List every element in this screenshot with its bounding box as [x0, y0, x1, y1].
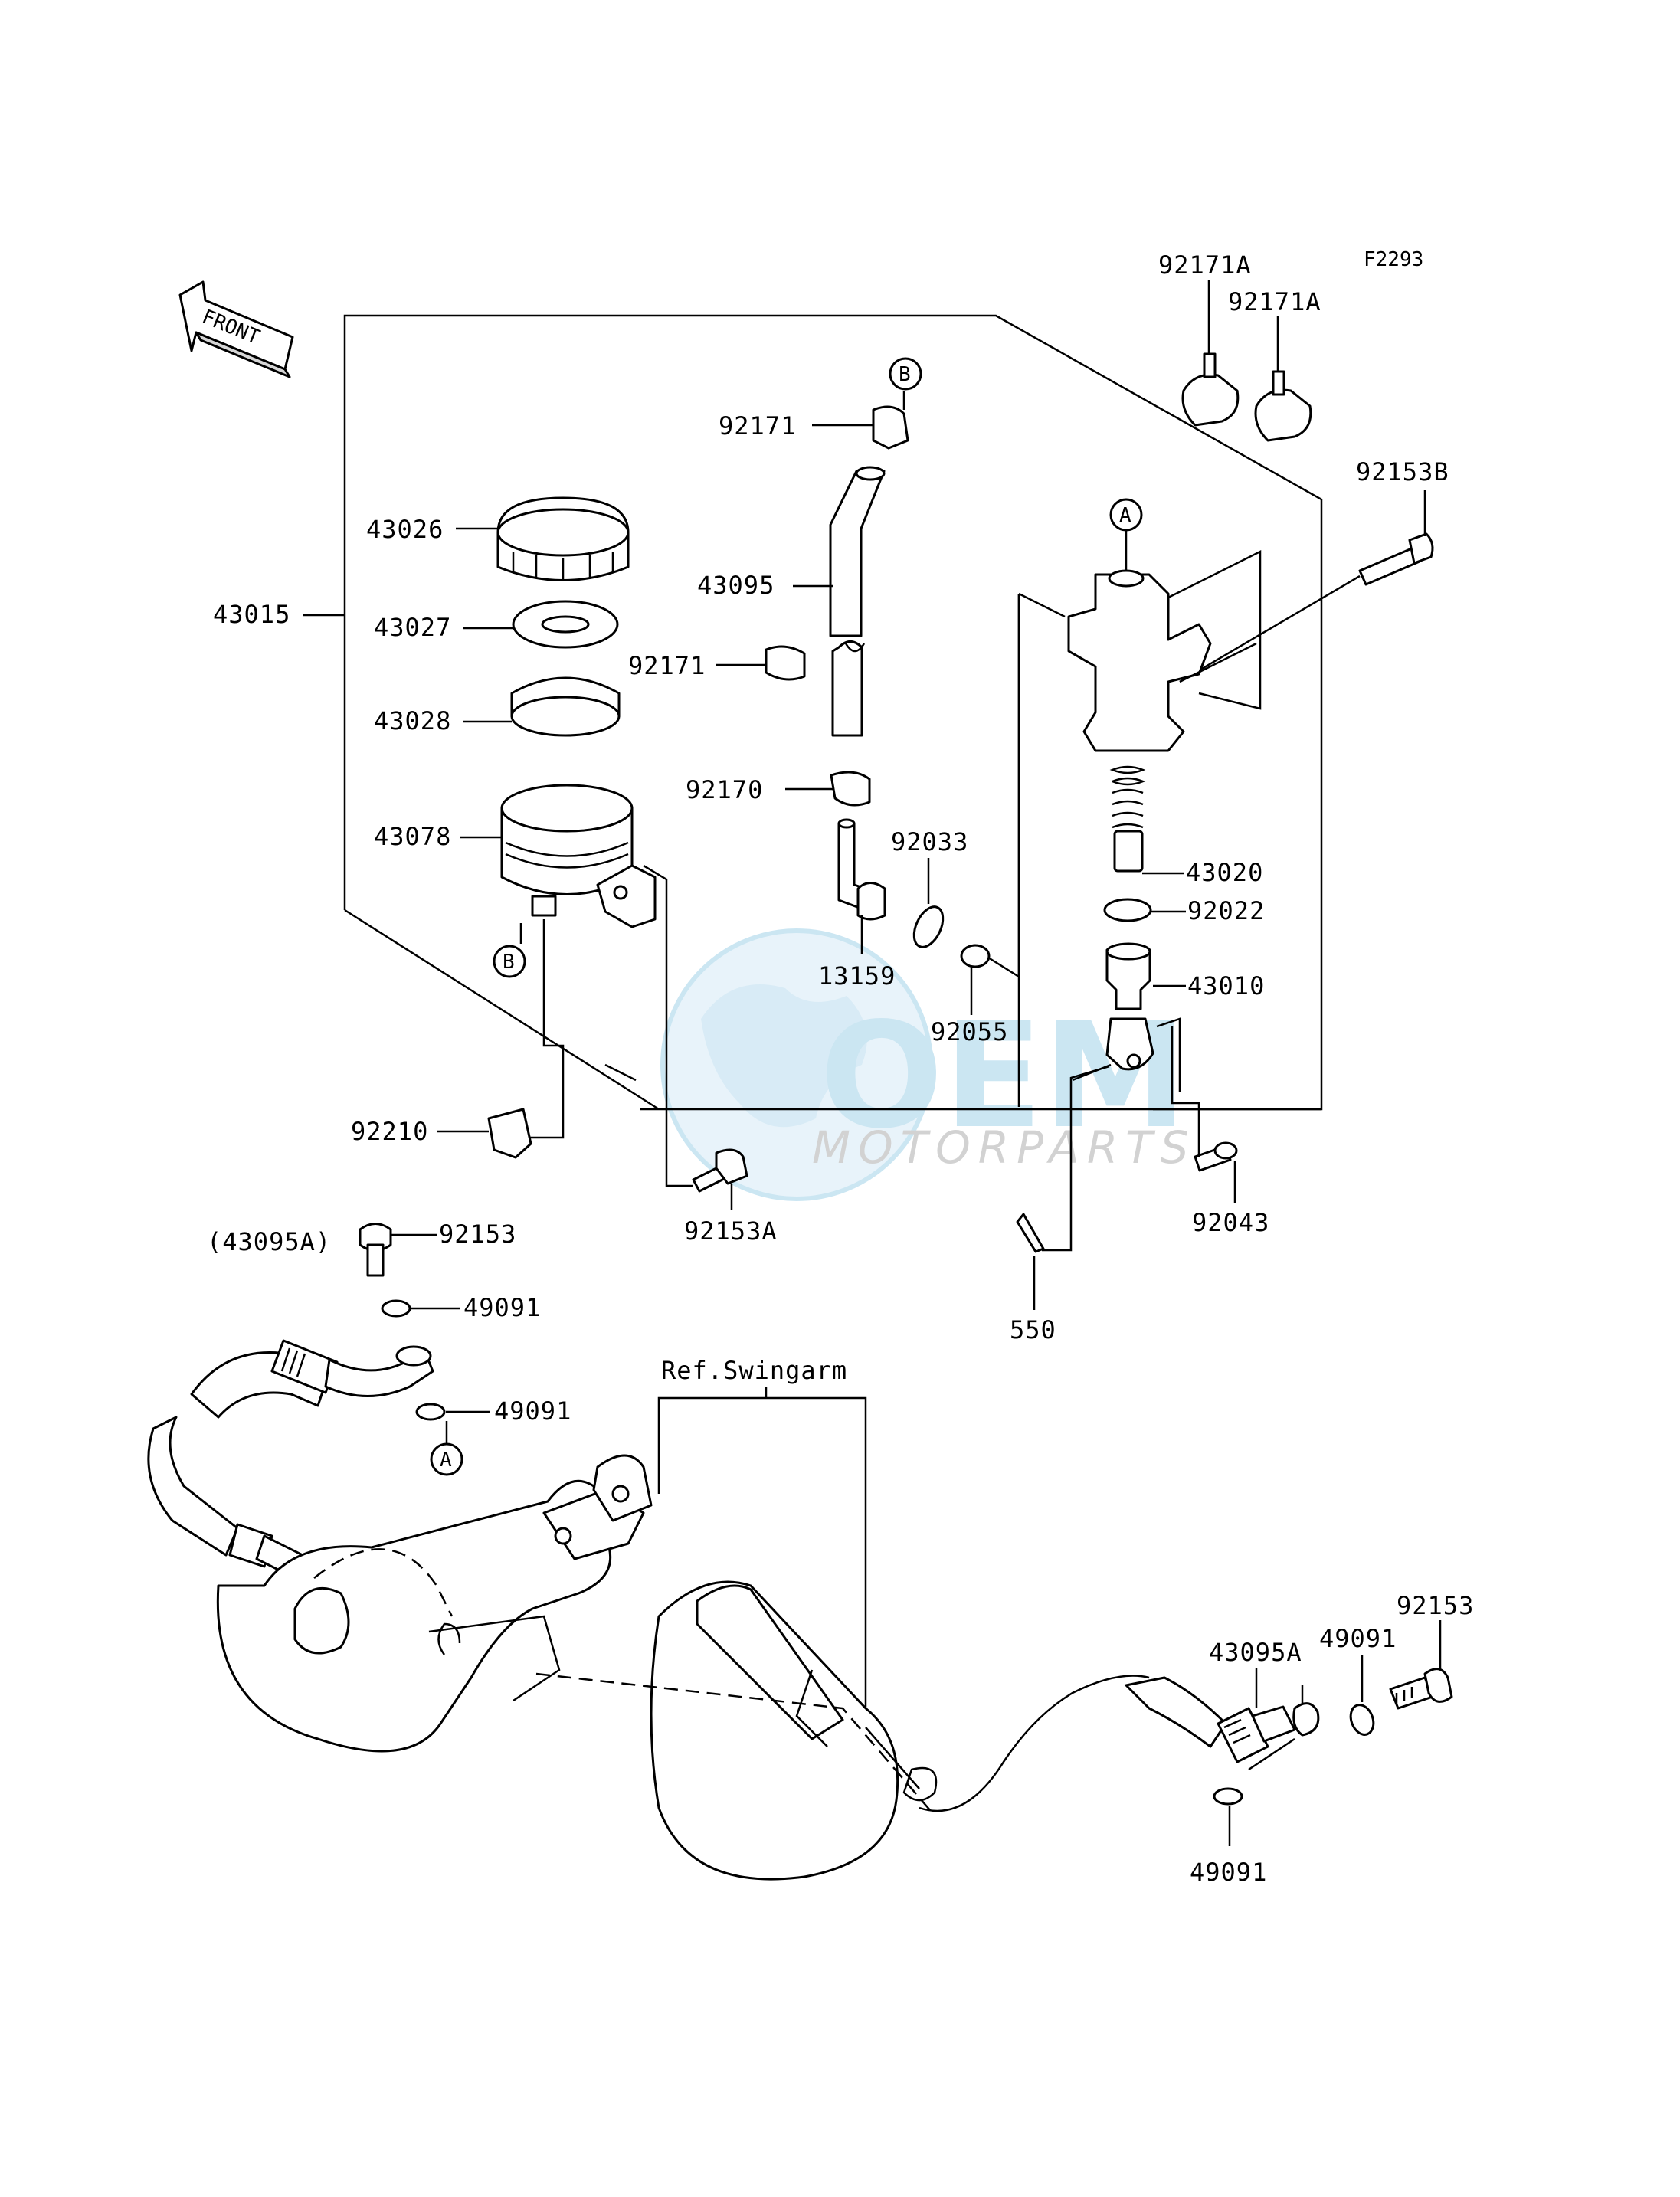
hose-clamp-92170	[785, 771, 871, 807]
washer-49091-left-lower: A	[415, 1403, 490, 1476]
banjo-bolt-92153-right	[1389, 1620, 1453, 1710]
part-label-92055: 92055	[931, 1017, 1008, 1046]
washer-49091-right-upper	[1349, 1655, 1375, 1736]
part-label-92033: 92033	[891, 827, 968, 856]
assembly-bracket-43015	[303, 314, 1323, 1111]
front-direction-arrow: FRONT	[178, 280, 294, 378]
part-label-92171-top: 92171	[719, 411, 796, 440]
part-label-92022: 92022	[1187, 896, 1265, 925]
pin-92043	[1171, 1026, 1238, 1203]
elbow-fitting-13159	[837, 818, 886, 954]
callout-B-top-label: B	[899, 363, 911, 386]
part-label-43020: 43020	[1186, 858, 1263, 887]
bolt-92153B	[1179, 490, 1434, 683]
hose-clamp-92171-mid	[716, 645, 806, 681]
callout-B-top-circle	[889, 357, 922, 391]
brake-hose-left	[147, 1339, 434, 1583]
part-label-43027: 43027	[374, 613, 451, 642]
part-label-13159: 13159	[818, 961, 896, 990]
part-label-43095A-ref: (43095A)	[207, 1227, 331, 1256]
part-label-92153-left: 92153	[439, 1220, 516, 1249]
watermark: OEM MOTORPARTS	[660, 928, 1196, 1201]
part-label-92170: 92170	[686, 775, 763, 804]
diaphragm-43028	[463, 676, 621, 737]
part-label-92171A-lower: 92171A	[1228, 287, 1321, 316]
part-label-92153A: 92153A	[684, 1216, 778, 1246]
part-label-92210: 92210	[351, 1117, 428, 1146]
part-label-92153-right: 92153	[1397, 1591, 1474, 1620]
callout-A-lower-circle	[430, 1442, 463, 1476]
reference-label-swingarm: Ref.Swingarm	[661, 1356, 847, 1385]
part-label-43095: 43095	[697, 571, 775, 600]
cotter-pin-550	[1016, 1065, 1110, 1310]
o-ring-92055	[960, 594, 1020, 1015]
swingarm-bracket-line	[657, 1387, 867, 1727]
hose-clamp-92171A-lower	[1254, 316, 1312, 442]
callout-A-lower-label: A	[440, 1449, 452, 1472]
part-label-43026: 43026	[366, 515, 444, 544]
watermark-subtitle: MOTORPARTS	[812, 1121, 1196, 1174]
part-label-43028: 43028	[374, 706, 451, 735]
hose-clamp-92171A-upper	[1181, 280, 1240, 427]
part-label-43078: 43078	[374, 822, 451, 851]
part-label-92153B: 92153B	[1356, 457, 1449, 486]
reservoir-hose-43095	[793, 466, 886, 737]
reservoir-cap-43026	[456, 496, 630, 581]
part-label-43095A: 43095A	[1209, 1638, 1302, 1667]
part-label-49091-right-lower: 49091	[1190, 1858, 1267, 1887]
hose-clamp-92171-top: B	[812, 357, 922, 450]
figure-code: F2293	[1364, 248, 1423, 271]
washer-49091-right-lower	[1213, 1787, 1243, 1846]
part-label-550: 550	[1010, 1315, 1056, 1344]
part-label-43015: 43015	[213, 600, 290, 629]
part-label-49091-right-upper: 49091	[1319, 1624, 1397, 1653]
spring-piston-43020	[1109, 765, 1184, 875]
master-cylinder-body: A	[1017, 498, 1262, 1107]
part-label-49091-left-upper: 49091	[463, 1293, 541, 1322]
swingarm	[216, 1454, 1150, 1881]
brake-hose-43095A	[1125, 1668, 1320, 1771]
bolt-92153A	[604, 864, 748, 1210]
part-label-92043: 92043	[1192, 1208, 1269, 1237]
reservoir-43078: B	[460, 784, 657, 978]
front-arrow-shape	[178, 280, 294, 371]
circlip-92022	[1103, 898, 1186, 922]
part-label-92171A-upper: 92171A	[1158, 250, 1252, 280]
part-label-92171-mid: 92171	[628, 651, 706, 680]
diaphragm-plate-43027	[463, 600, 619, 649]
banjo-bolt-92153-left	[359, 1223, 437, 1277]
washer-49091-left-upper	[381, 1299, 460, 1318]
circlip-92033	[912, 858, 945, 948]
callout-B-reservoir-label: B	[503, 951, 515, 974]
nut-92210	[437, 919, 565, 1159]
part-label-43010: 43010	[1187, 971, 1265, 1000]
callout-A-label: A	[1119, 504, 1131, 527]
callout-B-reservoir-circle	[493, 945, 526, 978]
part-label-49091-left-lower: 49091	[494, 1396, 571, 1426]
